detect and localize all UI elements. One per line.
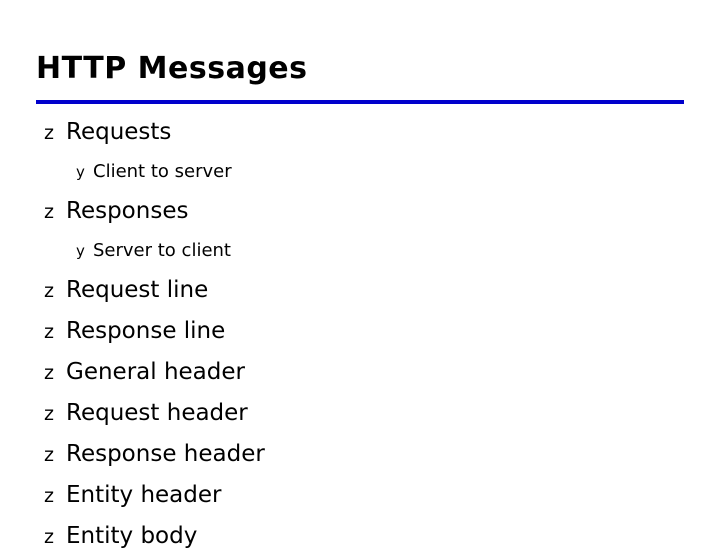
list-item: z Requests <box>36 112 696 153</box>
list-item-label: Request line <box>66 277 209 303</box>
bullet-marker-icon: z <box>44 280 54 302</box>
list-item-label: Response line <box>66 318 226 344</box>
list-item-label: Entity body <box>66 523 198 549</box>
list-item-label: General header <box>66 359 245 385</box>
bullet-marker-icon: z <box>44 444 54 466</box>
bullet-marker-icon: z <box>44 321 54 343</box>
list-item: z Response header <box>36 434 696 475</box>
bullet-marker-icon: z <box>44 122 54 144</box>
list-item-label: Entity header <box>66 482 222 508</box>
title-divider <box>36 100 684 104</box>
page-title: HTTP Messages <box>36 51 308 86</box>
list-item: y Client to server <box>36 153 696 191</box>
list-item-label: Server to client <box>93 240 231 261</box>
bullet-marker-icon: z <box>44 403 54 425</box>
list-item-label: Request header <box>66 400 248 426</box>
bullet-marker-icon: z <box>44 201 54 223</box>
bullet-marker-icon: z <box>44 485 54 507</box>
list-item-label: Response header <box>66 441 265 467</box>
slide: HTTP Messages z Requests y Client to ser… <box>36 51 684 549</box>
list-item-label: Requests <box>66 119 172 145</box>
list-item: z General header <box>36 352 696 393</box>
list-item-label: Client to server <box>93 161 232 182</box>
list-item: z Request line <box>36 270 696 311</box>
bullet-marker-icon: z <box>44 362 54 384</box>
list-item: z Responses <box>36 191 696 232</box>
bullet-marker-icon: z <box>44 526 54 548</box>
list-item: z Response line <box>36 311 696 352</box>
list-item-label: Responses <box>66 198 189 224</box>
bullet-marker-icon: y <box>76 242 85 260</box>
bullet-marker-icon: y <box>76 163 85 181</box>
list-item: z Entity header <box>36 475 696 516</box>
list-item: y Server to client <box>36 232 696 270</box>
list-item: z Entity body <box>36 516 696 557</box>
bullet-list: z Requests y Client to server z Response… <box>36 112 696 557</box>
list-item: z Request header <box>36 393 696 434</box>
